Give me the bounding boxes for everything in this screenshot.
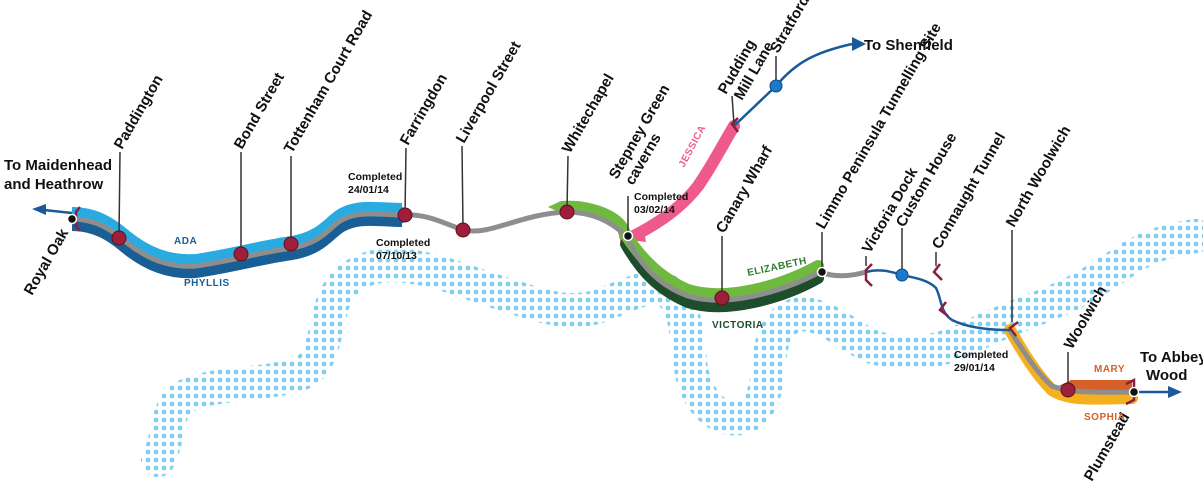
tbm-label-sophia: SOPHIA: [1084, 412, 1125, 423]
station-dot-custom-house[interactable]: [895, 268, 909, 282]
tbm-label-mary: MARY: [1094, 364, 1125, 375]
tbm-label-jessica: JESSICA: [677, 123, 708, 169]
label-royal-oak: Royal Oak: [21, 225, 73, 298]
direction-east-line-1: To Abbey: [1140, 349, 1203, 366]
tbm-label-phyllis: PHYLLIS: [184, 278, 230, 289]
direction-west-line-1: To Maidenhead: [4, 157, 112, 174]
station-leaders: [118, 56, 1069, 388]
tbm-elizabeth-drive: [618, 226, 824, 301]
station-dot-bond-street[interactable]: [233, 246, 249, 262]
portal-pudding-mill-lane: [730, 117, 739, 133]
completion-farringdon-south-line-1: Completed: [376, 237, 430, 249]
direction-west-line-2: and Heathrow: [4, 176, 104, 193]
completion-north-woolwich-line-1: Completed: [954, 349, 1008, 361]
tbm-label-victoria: VICTORIA: [712, 320, 764, 331]
completion-notes: Completed 24/01/14 Completed 07/10/13 Co…: [348, 171, 1008, 374]
completion-farringdon-north-line-2: 24/01/14: [348, 184, 389, 196]
station-dot-canary-wharf[interactable]: [714, 290, 730, 306]
station-dot-paddington[interactable]: [111, 230, 127, 246]
route-centreline: [71, 209, 1135, 395]
station-dot-whitechapel[interactable]: [559, 204, 575, 220]
west-branch: [43, 208, 73, 215]
station-dot-tottenham-court-road[interactable]: [283, 236, 299, 252]
tbm-phyllis-drive: [71, 213, 403, 279]
station-dot-stratford[interactable]: [769, 79, 783, 93]
label-tottenham-court-road: Tottenham Court Road: [281, 8, 376, 156]
label-bond-street: Bond Street: [231, 70, 288, 152]
label-north-woolwich: North Woolwich: [1003, 123, 1075, 230]
completion-stepney-line-2: 03/02/14: [634, 204, 675, 216]
site-dot-stepney-green[interactable]: [622, 230, 634, 242]
direction-labels: To Maidenhead and Heathrow To Abbey Wood…: [4, 37, 1203, 384]
completion-stepney-line-1: Completed: [634, 191, 688, 203]
site-dot-limmo[interactable]: [816, 266, 828, 278]
direction-northeast: To Shenfield: [864, 37, 953, 54]
portal-connaught-north: [932, 263, 943, 281]
custom-house-branch: [865, 269, 1011, 332]
tbm-victoria-drive: [620, 238, 824, 313]
shenfield-arrow-icon: [852, 37, 866, 51]
label-liverpool-street: Liverpool Street: [453, 39, 525, 146]
completion-farringdon-south-line-2: 07/10/13: [376, 250, 417, 262]
station-dot-liverpool-street[interactable]: [455, 222, 471, 238]
site-dot-royal-oak[interactable]: [66, 213, 78, 225]
portal-connaught-south: [938, 301, 949, 317]
portal-north-woolwich: [1008, 321, 1019, 337]
station-dot-farringdon[interactable]: [397, 207, 413, 223]
station-dots: [66, 79, 1140, 398]
completion-farringdon-north-line-1: Completed: [348, 171, 402, 183]
tunnel-central: [548, 120, 824, 313]
elizabeth-arrow-icon: [548, 201, 561, 213]
tbm-jessica-drive: [620, 120, 740, 246]
tbm-label-ada: ADA: [174, 236, 197, 247]
label-farringdon: Farringdon: [397, 71, 451, 148]
label-whitechapel: Whitechapel: [559, 71, 618, 156]
station-dot-woolwich[interactable]: [1060, 382, 1076, 398]
river-thames: [141, 219, 1203, 477]
label-paddington: Paddington: [111, 72, 167, 152]
east-arrow-icon: [1168, 386, 1182, 398]
direction-east-line-2: Wood: [1146, 367, 1187, 384]
portal-victoria-dock: [864, 263, 873, 287]
site-dot-plumstead[interactable]: [1128, 386, 1140, 398]
west-arrow-icon: [32, 204, 46, 215]
label-stratford: Stratford: [767, 0, 813, 56]
completion-north-woolwich-line-2: 29/01/14: [954, 362, 995, 374]
